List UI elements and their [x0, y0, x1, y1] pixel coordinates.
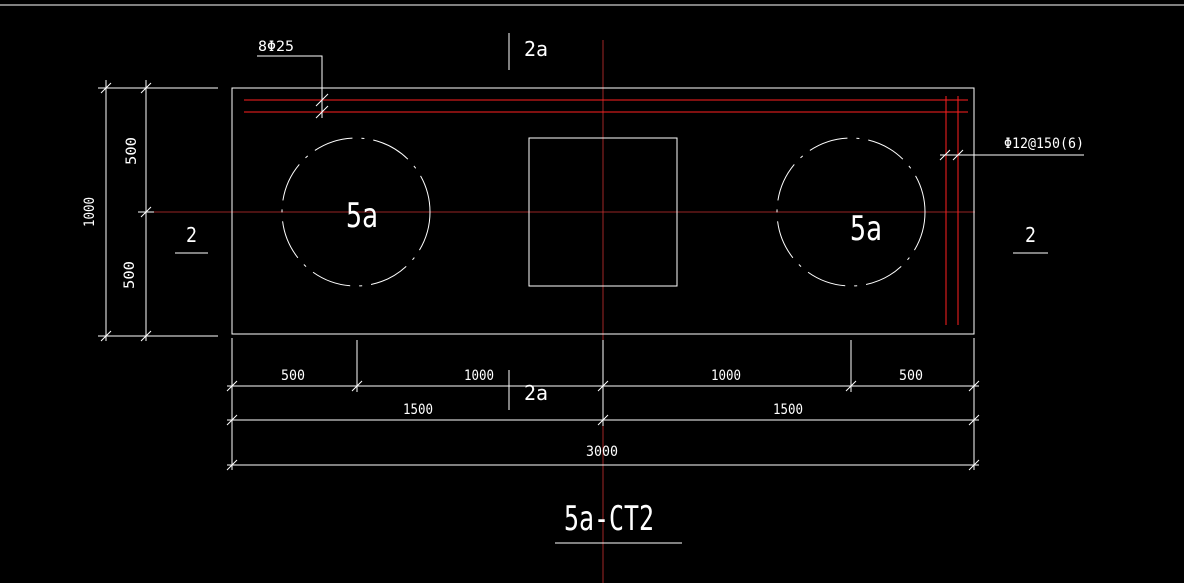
pile-label-right: 5a [850, 209, 882, 249]
dim-total-height: 1000 [82, 197, 98, 227]
tick-v-4 [140, 206, 152, 218]
section-left-label: 2 [186, 223, 197, 247]
tick-h-5 [968, 380, 980, 392]
rebar-top-label: 8Φ25 [258, 39, 294, 55]
pile-right[interactable] [776, 137, 926, 287]
column-outline[interactable] [528, 137, 678, 287]
dim-half-bottom: 500 [122, 261, 138, 289]
dim-half-right: 1500 [773, 402, 803, 418]
tick-h-9 [226, 459, 238, 471]
side-rebar-group[interactable] [945, 96, 959, 325]
tick-h-1 [226, 380, 238, 392]
tick-h-2 [351, 380, 363, 392]
dim-seg-right: 500 [899, 368, 923, 384]
tick-h-6 [226, 414, 238, 426]
horizontal-dimensions[interactable]: 500 1000 1000 500 1500 1500 3000 [226, 338, 980, 471]
rebar-right-tick-2 [952, 149, 964, 161]
top-rebar-group[interactable] [244, 99, 968, 113]
vertical-dimensions[interactable]: 1000 500 500 [82, 80, 218, 342]
dim-seg-left: 500 [281, 368, 305, 384]
pile-label-left: 5a [346, 196, 378, 236]
tick-v-2 [100, 330, 112, 342]
rebar-top-leader [257, 55, 323, 118]
pile-left[interactable] [281, 137, 431, 287]
section-top-label: 2a [524, 37, 548, 61]
dim-total-width: 3000 [586, 444, 618, 460]
section-right-label: 2 [1025, 223, 1036, 247]
rebar-top-tick-2 [315, 105, 329, 119]
tick-h-8 [968, 414, 980, 426]
tick-v-3 [140, 82, 152, 94]
tick-h-7 [597, 414, 609, 426]
dim-seg-mid-left: 1000 [464, 368, 494, 384]
tick-v-5 [140, 330, 152, 342]
tick-h-3 [597, 380, 609, 392]
tick-v-1 [100, 82, 112, 94]
dim-half-left: 1500 [403, 402, 433, 418]
section-bottom-label: 2a [524, 381, 548, 405]
rebar-right-tick-1 [939, 149, 951, 161]
dim-half-top: 500 [124, 137, 140, 165]
tick-h-10 [968, 459, 980, 471]
drawing-title: 5a-CT2 [564, 499, 654, 539]
tick-h-4 [845, 380, 857, 392]
rebar-top-tick-1 [315, 93, 329, 107]
dim-seg-mid-right: 1000 [711, 368, 741, 384]
pile-cap-outline[interactable] [231, 87, 975, 335]
rebar-right-label: Φ12@150(6) [1004, 136, 1084, 152]
